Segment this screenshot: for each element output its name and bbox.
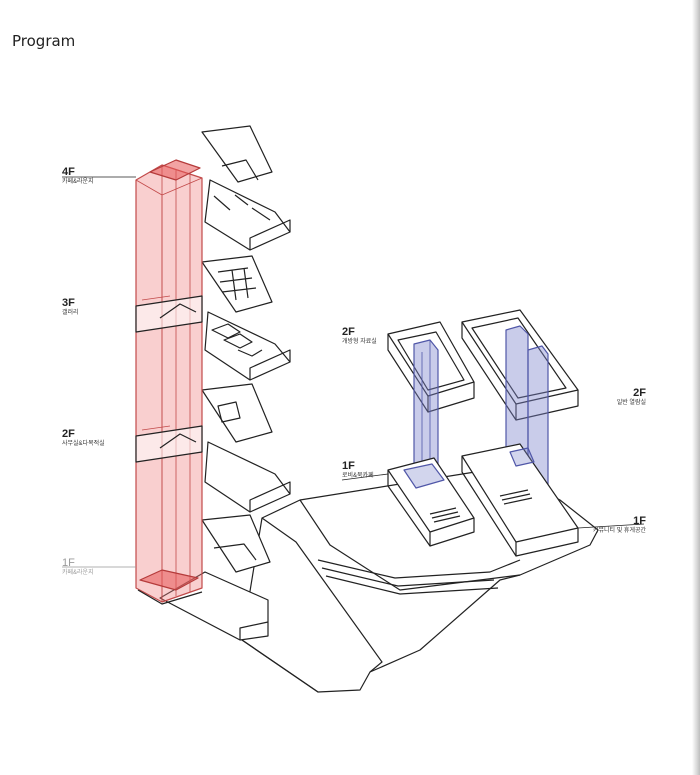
floor-program: 커뮤니티 및 휴게공간: [592, 528, 646, 534]
label-block-a-1f: 1F 로비&북카페: [342, 460, 374, 480]
floor-program: 갤러리: [62, 310, 79, 316]
label-block-a-2f: 2F 개방형 자료실: [342, 326, 377, 346]
tower-vertical-core-red: [135, 159, 203, 603]
label-tower-2f: 2F 사무실&다목적실: [62, 428, 105, 448]
floor-number: 2F: [342, 326, 355, 338]
floor-number: 2F: [633, 387, 646, 399]
floor-number: 3F: [62, 297, 75, 309]
label-block-b-1f: 1F 커뮤니티 및 휴게공간: [560, 515, 646, 535]
block-b-upper-2f: [461, 309, 579, 421]
label-tower-3f: 3F 갤러리: [62, 297, 79, 317]
floor-program: 카페&라운지: [62, 570, 94, 576]
label-leader-lines: [62, 176, 645, 568]
tower-floor-1f: [159, 514, 271, 641]
page-edge-shadow: [692, 0, 700, 775]
floor-number: 1F: [62, 557, 75, 569]
floor-number: 4F: [62, 166, 75, 178]
block-a-lower-1f: [387, 457, 475, 547]
floor-program: 일반 열람실: [616, 400, 646, 406]
floor-number: 2F: [62, 428, 75, 440]
label-tower-1f: 1F 카페&라운지: [62, 557, 94, 577]
floor-program: 로비&북카페: [342, 473, 374, 479]
floor-number: 1F: [633, 515, 646, 527]
page-title: Program: [12, 32, 76, 50]
block-a-upper-2f: [387, 321, 475, 413]
tower-floor-3f: [201, 255, 291, 381]
floor-program: 사무실&다목적실: [62, 441, 105, 447]
label-block-b-2f: 2F 일반 열람실: [590, 387, 646, 407]
floor-program: 카페&라운지: [62, 179, 94, 185]
tower-level-plates: [135, 295, 203, 605]
label-tower-4f: 4F 카페&라운지: [62, 166, 94, 186]
tower-floor-2f: [201, 383, 291, 513]
block-b-lower-1f: [461, 443, 579, 557]
floor-program: 개방형 자료실: [342, 339, 377, 345]
floor-number: 1F: [342, 460, 355, 472]
tower-floor-4f: [201, 125, 291, 251]
